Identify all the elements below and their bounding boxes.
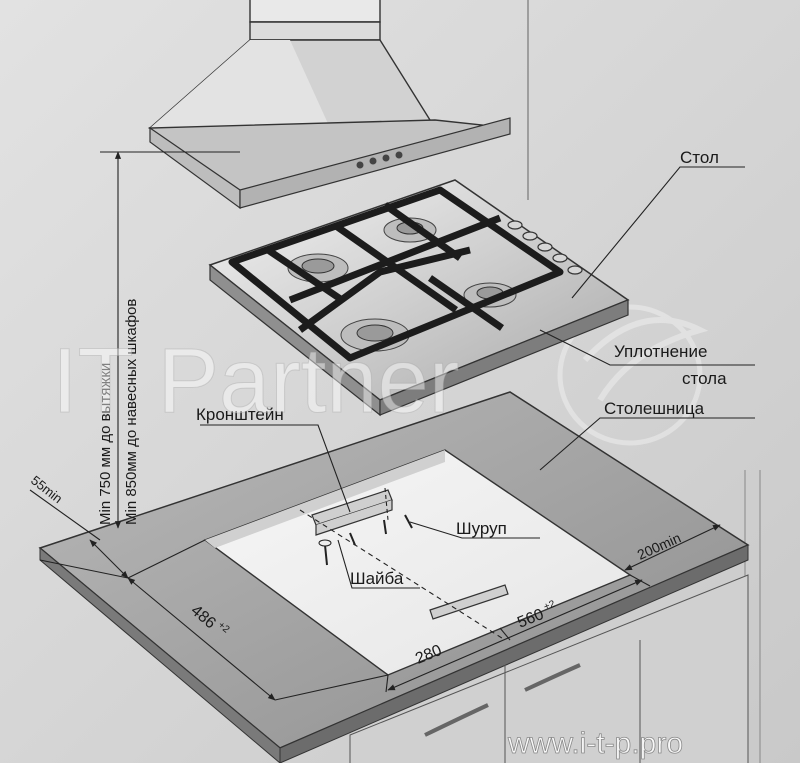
dim-cabinet-min: Min 850мм до навесных шкафов — [123, 299, 140, 525]
watermark-brand: IT Partner — [52, 330, 459, 432]
dim-hood-min: Min 750 мм до вытяжки — [97, 363, 114, 525]
label-countertop: Столешница — [604, 399, 705, 418]
label-seal-line2: стола — [682, 369, 727, 388]
label-bracket: Кронштейн — [196, 405, 284, 424]
knob-icon — [537, 242, 553, 252]
depth-dimension-line — [127, 577, 276, 701]
washer-icon — [318, 539, 332, 547]
hood-button-icon — [356, 161, 364, 169]
width-dimension-line — [387, 579, 643, 691]
hood-button-icon — [382, 154, 390, 162]
hood-button-icon — [395, 151, 403, 159]
cabinet-handle-icon — [424, 703, 489, 737]
watermark-url: www.i-t-p.pro — [507, 727, 683, 760]
knob-icon — [567, 265, 583, 275]
gas-hob — [208, 179, 630, 417]
watermark-logo-icon — [557, 304, 709, 446]
pan-support-grate — [228, 186, 564, 362]
cooker-hood — [148, 0, 511, 210]
control-knobs — [507, 220, 583, 275]
label-washer: Шайба — [350, 569, 404, 588]
label-table: Стол — [680, 148, 719, 167]
knob-icon — [552, 253, 568, 263]
label-seal-line1: Уплотнение — [614, 342, 707, 361]
hood-button-icon — [369, 157, 377, 165]
leader-lines — [200, 166, 755, 589]
label-screw: Шуруп — [456, 519, 507, 538]
screw-icon — [324, 514, 413, 566]
dim-cutout-width-tol: +2 — [542, 598, 557, 613]
knob-icon — [522, 231, 538, 241]
dimension-lines — [29, 151, 721, 701]
knob-icon — [507, 220, 523, 230]
